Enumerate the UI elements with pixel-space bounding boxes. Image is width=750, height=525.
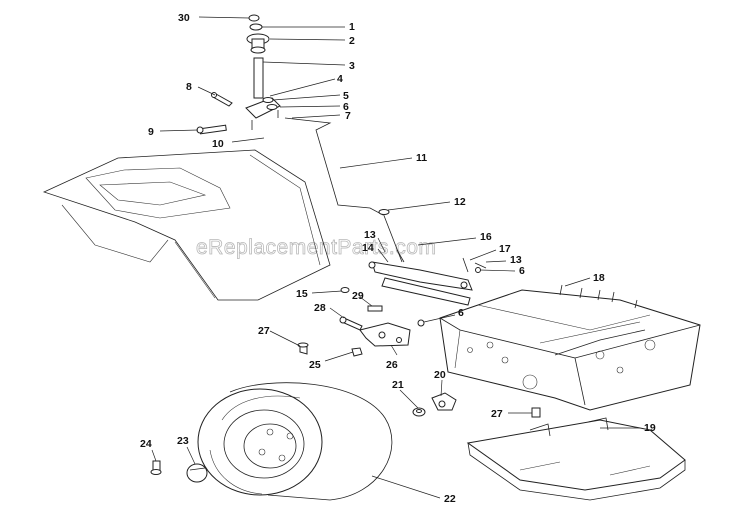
- bolt-9: [196, 124, 227, 135]
- callout-7: 7: [345, 110, 351, 122]
- callout-25: 25: [309, 359, 321, 371]
- callout-27-right: 27: [491, 408, 503, 420]
- callout-9: 9: [148, 126, 154, 138]
- front-wheel: [197, 382, 393, 501]
- callout-30: 30: [178, 12, 190, 24]
- callout-13-left: 13: [364, 229, 376, 241]
- callout-11: 11: [416, 152, 427, 164]
- small-hardware: [339, 287, 425, 347]
- callout-1: 1: [349, 21, 355, 33]
- steering-column-top: [245, 14, 281, 130]
- skid-plate: [466, 417, 686, 501]
- callout-8: 8: [186, 81, 192, 93]
- callout-13-right: 13: [510, 254, 522, 266]
- callout-26: 26: [386, 359, 398, 371]
- callout-15: 15: [296, 288, 308, 300]
- leader-lines: [151, 16, 640, 499]
- callout-3: 3: [349, 60, 355, 72]
- hub-cap-23: [186, 463, 208, 483]
- callout-14: 14: [362, 242, 374, 254]
- callout-5: 5: [343, 90, 349, 102]
- callout-6: 6: [343, 101, 349, 113]
- callout-10: 10: [212, 138, 224, 150]
- callout-29: 29: [352, 290, 364, 302]
- callout-21: 21: [392, 379, 404, 391]
- callout-16: 16: [480, 231, 492, 243]
- bolt-27-left: [297, 342, 309, 355]
- callout-labels: 30 1 2 3 4 8 5 6 7 9 10 11 12 13 14 16 1…: [140, 12, 656, 505]
- callout-19: 19: [644, 422, 656, 434]
- callout-23: 23: [177, 435, 189, 447]
- callout-27-left: 27: [258, 325, 270, 337]
- callout-6-lower: 6: [458, 307, 464, 319]
- callout-12: 12: [454, 196, 466, 208]
- callout-17: 17: [499, 243, 511, 255]
- front-axle-frame: [439, 284, 701, 411]
- nut-21: [412, 407, 426, 417]
- callout-4: 4: [337, 73, 343, 85]
- watermark: eReplacementParts.com: [196, 236, 436, 259]
- callout-6-right: 6: [519, 265, 525, 277]
- nut-25: [351, 347, 363, 357]
- callout-18: 18: [593, 272, 605, 284]
- spindle-20: [431, 392, 457, 411]
- callout-22: 22: [444, 493, 456, 505]
- callout-28: 28: [314, 302, 326, 314]
- hood-panel: [42, 149, 331, 301]
- steering-linkage: [368, 249, 487, 306]
- bolt-24: [150, 460, 162, 475]
- callout-20: 20: [434, 369, 446, 381]
- callout-2: 2: [349, 35, 355, 47]
- callout-24: 24: [140, 438, 152, 450]
- bolt-27-right: [531, 407, 541, 418]
